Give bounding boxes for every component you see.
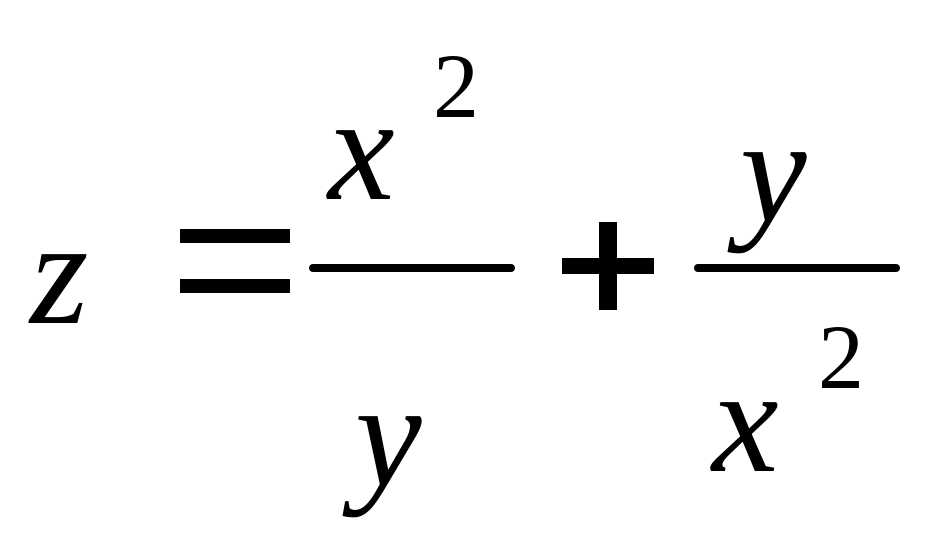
term1-fraction-bar <box>309 264 515 272</box>
equals-sign-bottom-bar <box>180 279 290 293</box>
term2-fraction-bar <box>694 264 900 272</box>
term1-numerator-exponent: 2 <box>433 35 479 137</box>
term1-numerator-x: x <box>328 66 395 232</box>
lhs-variable-z: z <box>30 190 89 356</box>
term2-denominator-x: x <box>712 338 779 504</box>
equals-sign-top-bar <box>180 229 290 243</box>
term2-denominator-exponent: 2 <box>818 306 864 408</box>
term1-denominator-y: y <box>355 352 422 518</box>
term2-numerator-y: y <box>740 88 807 254</box>
plus-sign-vertical <box>599 222 617 310</box>
